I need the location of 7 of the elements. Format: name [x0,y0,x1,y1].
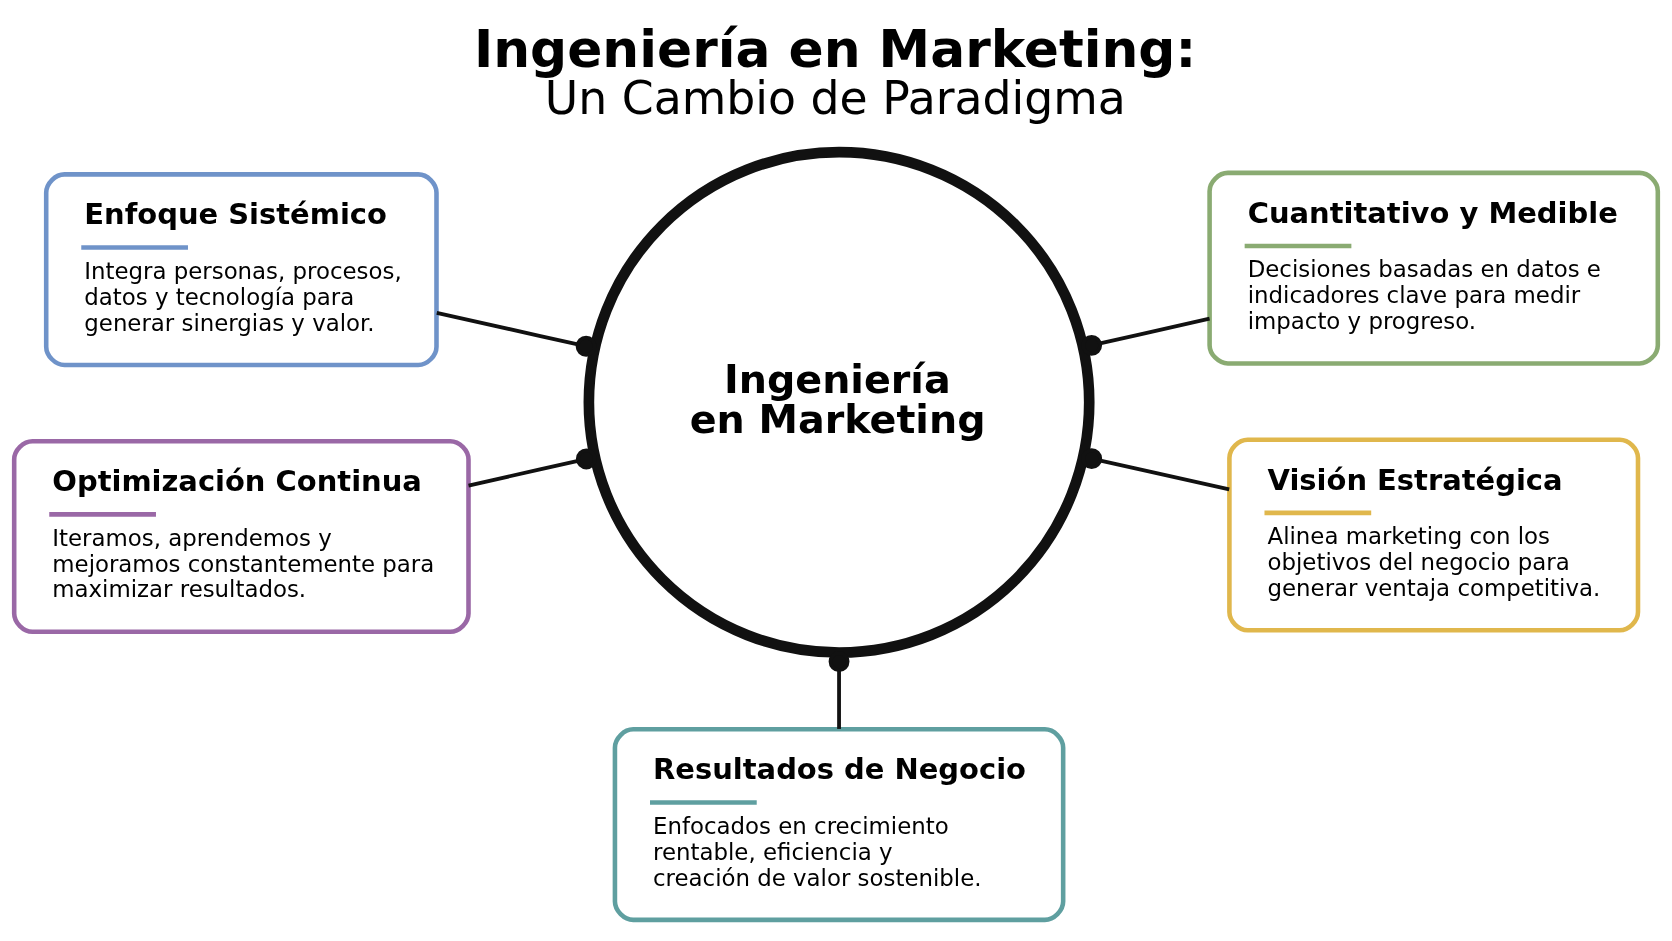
node-box: Visión Estratégica Alinea marketing con los objetivos del negocio para generar ventaja competitiva. [1227,437,1641,633]
node-box: Optimización Continua Iteramos, aprendemos y mejoramos constantemente para maximizar resultados. [11,438,471,635]
diagram-title: Ingeniería en Marketing: Un Cambio de Paradigma [473,19,1197,126]
node-box: Resultados de Negocio Enfocados en crecimiento rentable, eficiencia y creación de valor sostenible. [612,727,1066,923]
node-box: Enfoque Sistémico Integra personas, procesos, datos y tecnología para generar sinergias y valor. [43,172,439,368]
node-circle: Ingeniería en Marketing [583,146,1095,658]
node-box: Cuantitativo y Medible Decisiones basadas en datos e indicadores clave para medir impacto y progreso. [1207,170,1661,366]
